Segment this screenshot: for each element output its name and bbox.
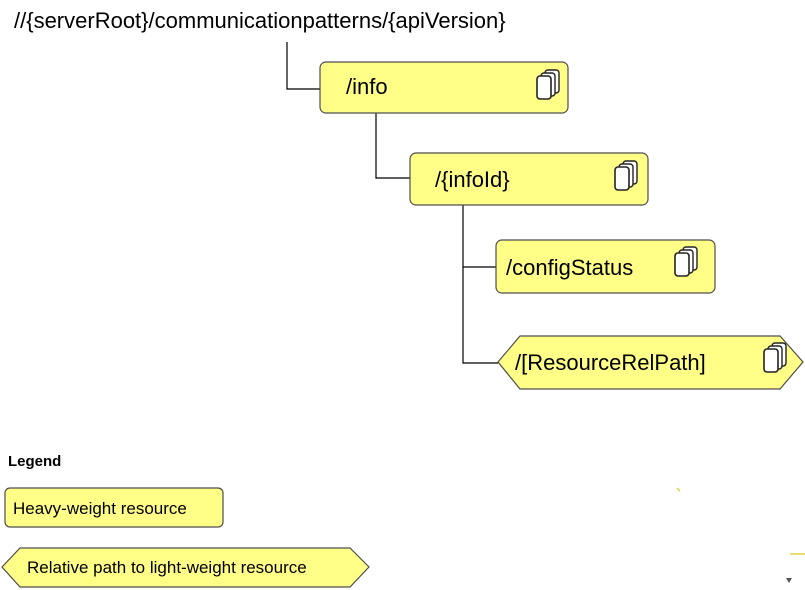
node-configstatus[interactable]: /configStatus	[495, 239, 716, 294]
node-configstatus-label: /configStatus	[506, 255, 633, 280]
tree-connectors	[286, 42, 498, 364]
legend-item-heavy-weight-label: Heavy-weight resource	[13, 499, 187, 518]
legend-item-light-weight-label: Relative path to light-weight resource	[27, 558, 307, 577]
node-info-label: /info	[346, 74, 388, 99]
legend-item-heavy-weight: Heavy-weight resource	[4, 487, 224, 528]
node-info[interactable]: /info	[319, 61, 569, 114]
legend-item-light-weight: Relative path to light-weight resource	[1, 547, 370, 588]
stray-marks	[676, 487, 805, 583]
connector-root-to-info	[286, 42, 320, 90]
connector-info-to-infoid	[375, 113, 410, 179]
node-resourcerelpath-label: /[ResourceRelPath]	[515, 350, 706, 375]
root-path-label: //{serverRoot}/communicationpatterns/{ap…	[14, 8, 506, 33]
node-infoid-label: /{infoId}	[435, 167, 510, 192]
legend-title: Legend	[8, 453, 62, 470]
connector-infoid-to-resourcerelpath	[462, 267, 498, 364]
connector-infoid-to-configstatus	[462, 205, 496, 268]
node-resourcerelpath[interactable]: /[ResourceRelPath]	[497, 335, 804, 390]
node-infoid[interactable]: /{infoId}	[409, 152, 649, 206]
